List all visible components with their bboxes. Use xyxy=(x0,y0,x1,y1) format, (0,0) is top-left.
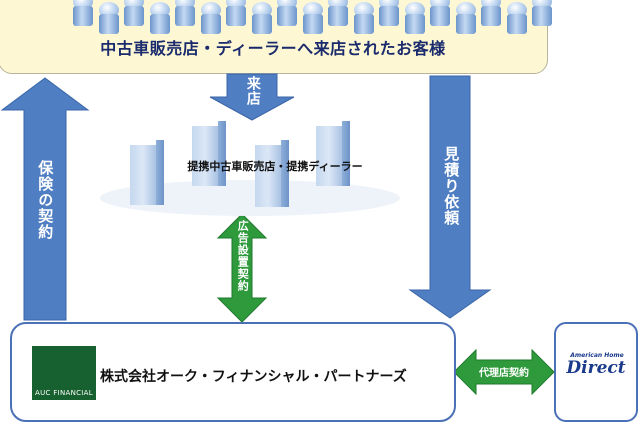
person-icon xyxy=(225,0,247,28)
person-icon xyxy=(276,0,298,28)
person-icon xyxy=(455,2,477,36)
dealers-label: 提携中古車販売店・提携ディーラー xyxy=(187,160,363,173)
visit-arrow xyxy=(209,73,295,121)
visit-label: 来店 xyxy=(244,76,261,106)
person-icon xyxy=(480,0,502,28)
insurer-logo-text: Direct xyxy=(566,358,626,378)
person-icon xyxy=(302,2,324,36)
insurer-logo-small-text: American Home xyxy=(570,352,624,359)
diagram-graphics xyxy=(0,73,631,396)
person-icon xyxy=(429,0,451,28)
person-icon xyxy=(123,0,145,28)
person-icon xyxy=(251,2,273,36)
person-icon xyxy=(378,0,400,28)
person-icon xyxy=(200,2,222,36)
person-icon xyxy=(149,2,171,36)
dealer-buildings xyxy=(100,121,400,216)
estimate-arrow xyxy=(408,75,492,319)
company-name: 株式会社オーク・フィナンシャル・パートナーズ xyxy=(100,369,407,385)
company-logo xyxy=(32,346,96,400)
insurance-arrow xyxy=(0,77,90,321)
person-icon xyxy=(327,0,349,28)
ad-contract-label: 広告設置契約 xyxy=(236,220,250,292)
estimate-request-label: 見積り依頼 xyxy=(442,146,461,226)
insurance-contract-label: 保険の契約 xyxy=(36,160,55,240)
person-icon xyxy=(404,2,426,36)
person-icon xyxy=(98,2,120,36)
person-icon xyxy=(531,0,553,28)
person-icon xyxy=(506,2,528,36)
agency-contract-label: 代理店契約 xyxy=(479,368,529,379)
company-logo-text: AUC FINANCIAL xyxy=(35,389,93,397)
person-icon xyxy=(174,0,196,28)
person-icon xyxy=(72,0,94,28)
customers-label: 中古車販売店・ディーラーへ来店されたお客様 xyxy=(100,39,446,58)
person-icon xyxy=(353,2,375,36)
